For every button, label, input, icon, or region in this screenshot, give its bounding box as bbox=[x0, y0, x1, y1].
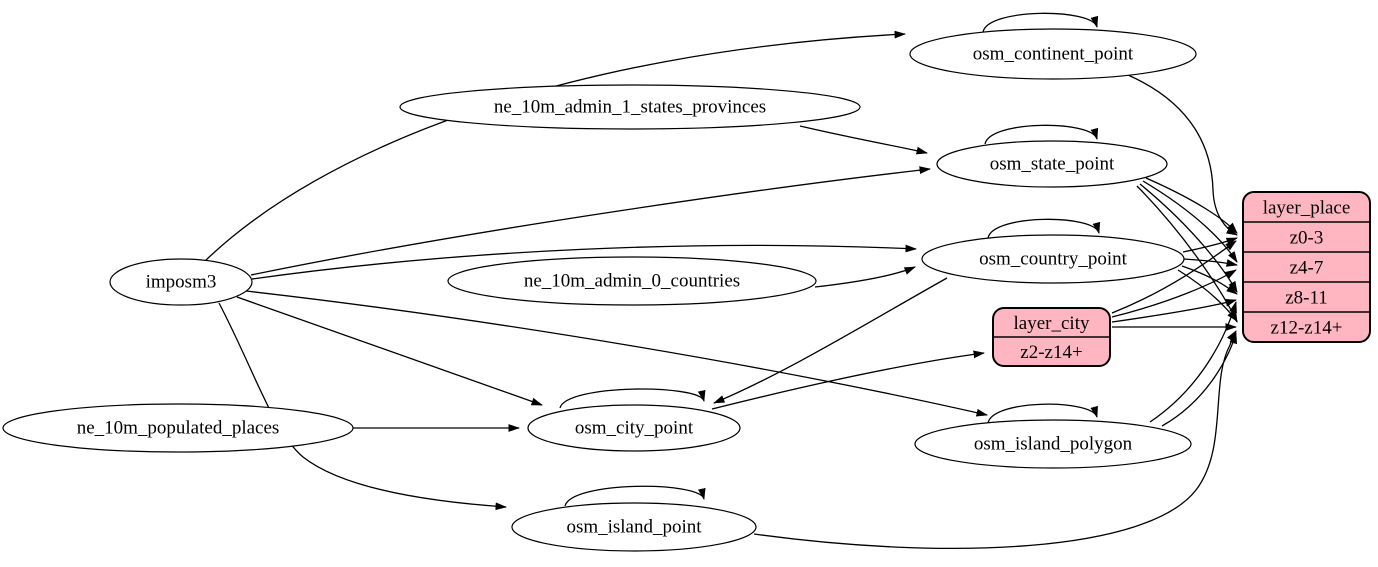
edge-osm_country_point-to-layer_place:z8-11 bbox=[1181, 265, 1238, 295]
node-ellipse-ne_10m_admin_0_countries bbox=[447, 256, 817, 306]
node-ellipse-osm_state_point bbox=[936, 140, 1168, 188]
node-label-osm_island_polygon: osm_island_polygon bbox=[974, 434, 1133, 455]
edge-osm_island_polygon-to-osm_island_polygon bbox=[987, 403, 1098, 424]
edge-imposm3-to-osm_state_point bbox=[250, 166, 931, 276]
record-row-label-layer_place-layer_place: layer_place bbox=[1263, 198, 1351, 219]
node-ne_10m_admin_1_states_provinces: ne_10m_admin_1_states_provinces bbox=[399, 84, 861, 130]
edge-osm_country_point-to-osm_city_point bbox=[713, 277, 948, 404]
node-label-osm_island_point: osm_island_point bbox=[566, 517, 702, 538]
node-label-osm_continent_point: osm_continent_point bbox=[973, 44, 1134, 65]
edge-osm_island_polygon-to-layer_place:z8-11 bbox=[1149, 301, 1237, 423]
edge-osm_country_point-to-layer_place:z4-7 bbox=[1183, 258, 1238, 267]
edge-imposm3-to-osm_city_point bbox=[236, 296, 543, 406]
edge-osm_continent_point-to-layer_place:z0-3 bbox=[1127, 74, 1238, 236]
node-ellipse-imposm3 bbox=[109, 258, 253, 306]
node-ellipse-osm_country_point bbox=[921, 234, 1185, 284]
edge-layer_city-to-layer_place:z0-3 bbox=[1111, 240, 1237, 314]
record-node-layer_city: layer_city z2-z14+ bbox=[992, 307, 1111, 367]
record-row-label-layer_place-z4-7: z4-7 bbox=[1290, 258, 1324, 279]
edge-osm_city_point-to-osm_city_point bbox=[559, 388, 706, 409]
node-ellipse-osm_island_point bbox=[511, 502, 757, 552]
edge-imposm3-to-osm_island_point bbox=[218, 302, 507, 511]
node-ne_10m_populated_places: ne_10m_populated_places bbox=[2, 403, 354, 453]
record-row-label-layer_place-z12-z14+: z12-z14+ bbox=[1271, 318, 1343, 339]
node-ne_10m_admin_0_countries: ne_10m_admin_0_countries bbox=[447, 256, 817, 306]
nodes-layer: imposm3 ne_10m_admin_1_states_provincesne… bbox=[2, 28, 1371, 552]
record-rect-layer_place bbox=[1242, 191, 1371, 343]
node-osm_island_point: osm_island_point bbox=[511, 502, 757, 552]
edge-osm_state_point-to-layer_place:z8-11 bbox=[1139, 183, 1238, 293]
edge-osm_state_point-to-osm_state_point bbox=[984, 124, 1099, 145]
edge-osm_country_point-to-osm_country_point bbox=[987, 218, 1101, 239]
edge-osm_country_point-to-layer_place:z0-3 bbox=[1182, 237, 1238, 253]
node-label-imposm3: imposm3 bbox=[146, 272, 217, 293]
node-ellipse-ne_10m_populated_places bbox=[2, 403, 354, 453]
record-row-label-layer_place-z0-3: z0-3 bbox=[1290, 228, 1324, 249]
node-label-osm_country_point: osm_country_point bbox=[979, 249, 1127, 270]
node-osm_island_polygon: osm_island_polygon bbox=[914, 419, 1192, 469]
record-row-label-layer_place-z8-11: z8-11 bbox=[1285, 288, 1328, 309]
node-label-ne_10m_admin_1_states_provinces: ne_10m_admin_1_states_provinces bbox=[494, 97, 766, 118]
node-label-ne_10m_populated_places: ne_10m_populated_places bbox=[77, 418, 280, 439]
edge-imposm3-to-osm_island_polygon bbox=[245, 290, 988, 417]
node-label-ne_10m_admin_0_countries: ne_10m_admin_0_countries bbox=[524, 271, 740, 292]
record-row-label-layer_city-layer_city: layer_city bbox=[1014, 313, 1090, 334]
node-ellipse-osm_continent_point bbox=[909, 28, 1197, 80]
edge-osm_city_point-to-layer_city:z2-z14+ bbox=[711, 350, 985, 410]
edges-layer bbox=[204, 12, 1238, 550]
node-label-osm_city_point: osm_city_point bbox=[575, 418, 694, 439]
node-ellipse-osm_city_point bbox=[527, 404, 741, 452]
record-node-layer_place: layer_place z0-3 z4-7 z8-11 z12-z14+ bbox=[1242, 191, 1371, 343]
node-osm_state_point: osm_state_point bbox=[936, 140, 1168, 188]
edge-osm_continent_point-to-osm_continent_point bbox=[982, 12, 1099, 33]
node-label-osm_state_point: osm_state_point bbox=[990, 154, 1115, 175]
edge-imposm3-to-osm_continent_point bbox=[204, 30, 906, 262]
node-osm_continent_point: osm_continent_point bbox=[909, 28, 1197, 80]
edge-layer_city-to-layer_place:z4-7 bbox=[1111, 269, 1237, 318]
record-row-label-layer_city-z2-z14+: z2-z14+ bbox=[1020, 342, 1082, 363]
edge-osm_island_polygon-to-layer_place:z12-z14+ bbox=[1161, 332, 1237, 427]
edge-osm_state_point-to-layer_place:z0-3 bbox=[1145, 177, 1238, 234]
edge-osm_state_point-to-layer_place:z4-7 bbox=[1142, 180, 1238, 263]
edge-imposm3-to-osm_country_point bbox=[251, 244, 917, 280]
node-ellipse-osm_island_polygon bbox=[914, 419, 1192, 469]
edge-osm_island_point-to-layer_place:z12-z14+ bbox=[753, 330, 1237, 550]
edge-osm_country_point-to-layer_place:z12-z14+ bbox=[1177, 269, 1238, 322]
edge-layer_city-to-layer_place:z8-11 bbox=[1111, 299, 1237, 323]
edge-ne_10m_admin_1_states_provinces-to-osm_state_point bbox=[799, 125, 928, 155]
edge-osm_island_point-to-osm_island_point bbox=[564, 485, 706, 507]
edge-ne_10m_admin_0_countries-to-osm_country_point bbox=[814, 266, 916, 288]
node-ellipse-ne_10m_admin_1_states_provinces bbox=[399, 84, 861, 130]
node-imposm3: imposm3 bbox=[109, 258, 253, 306]
node-osm_city_point: osm_city_point bbox=[527, 404, 741, 452]
node-osm_country_point: osm_country_point bbox=[921, 234, 1185, 284]
